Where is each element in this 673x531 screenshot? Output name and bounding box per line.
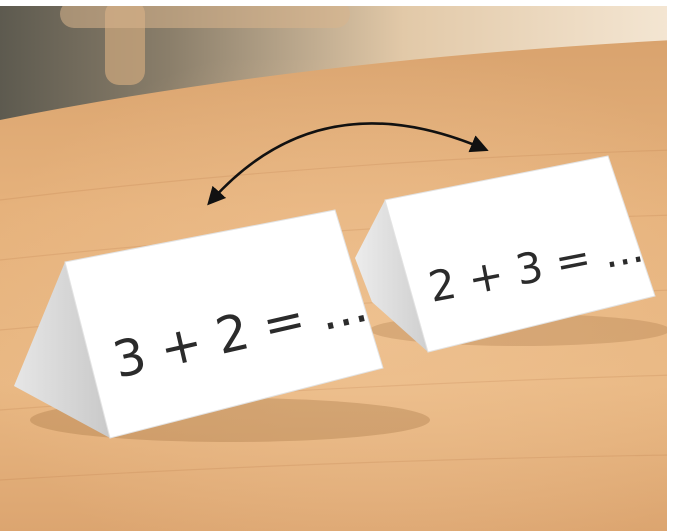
curved-double-arrow-icon (207, 122, 489, 206)
card-left-face (64, 209, 384, 439)
photo-frame-top (0, 0, 673, 6)
background-blur-object (60, 0, 350, 28)
photo-frame-right (667, 0, 673, 531)
card-right-side (355, 200, 428, 352)
card-left-side (14, 262, 110, 438)
card-left (14, 209, 384, 439)
